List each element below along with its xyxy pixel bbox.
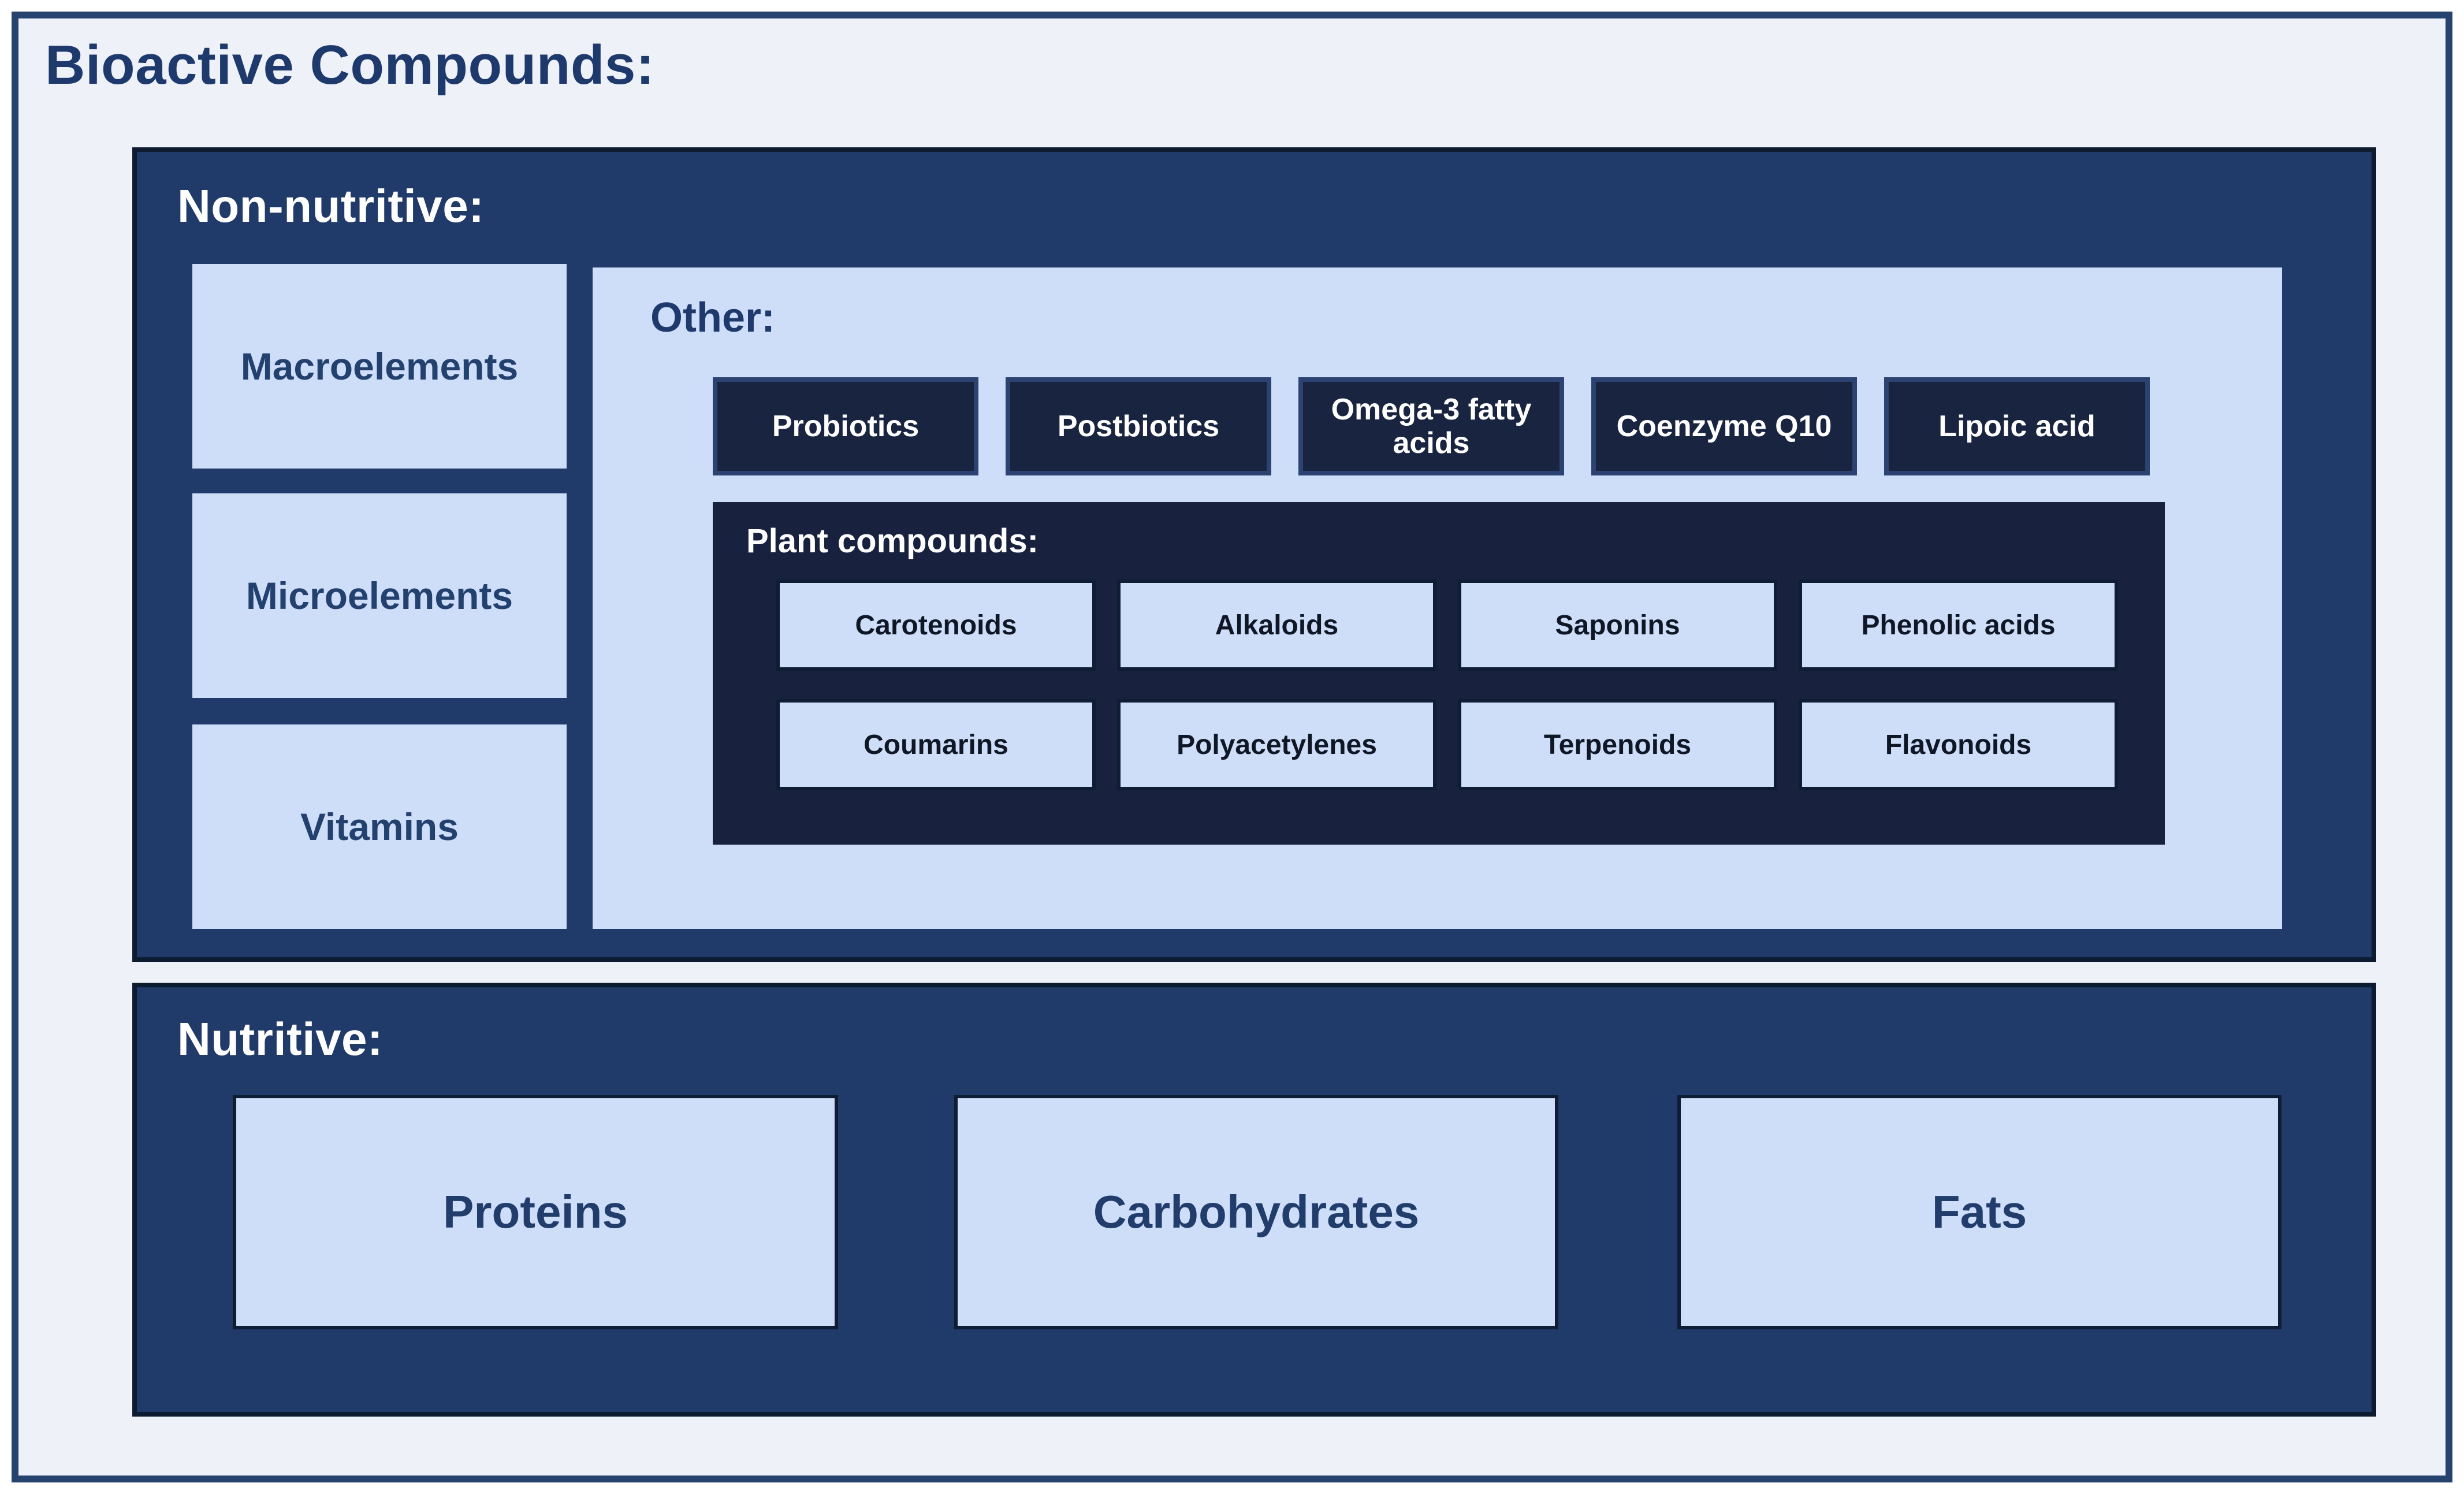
box-fats: Fats [1677, 1095, 2281, 1329]
box-polyacetylenes: Polyacetylenes [1117, 699, 1436, 790]
box-microelements: Microelements [192, 493, 567, 698]
box-phenolic-acids: Phenolic acids [1799, 579, 2118, 671]
box-carotenoids: Carotenoids [776, 579, 1096, 671]
box-proteins: Proteins [233, 1095, 838, 1329]
nutritive-heading: Nutritive: [177, 1013, 384, 1065]
nutritive-panel: Nutritive: Proteins Carbohydrates Fats [132, 983, 2376, 1417]
plant-compounds-heading: Plant compounds: [746, 522, 1039, 560]
other-heading: Other: [650, 295, 775, 341]
box-vitamins: Vitamins [192, 724, 567, 929]
other-chip-row: Probiotics Postbiotics Omega-3 fatty aci… [713, 377, 2150, 475]
plant-compounds-panel: Plant compounds: Carotenoids Alkaloids S… [713, 502, 2165, 845]
box-coumarins: Coumarins [776, 699, 1096, 790]
diagram-frame: Bioactive Compounds: Non-nutritive: Macr… [12, 12, 2452, 1482]
chip-coenzyme-q10: Coenzyme Q10 [1591, 377, 1857, 475]
box-saponins: Saponins [1458, 579, 1777, 671]
chip-postbiotics: Postbiotics [1006, 377, 1271, 475]
plant-compounds-grid: Carotenoids Alkaloids Saponins Phenolic … [776, 579, 2118, 790]
box-alkaloids: Alkaloids [1117, 579, 1436, 671]
box-flavonoids: Flavonoids [1799, 699, 2118, 790]
chip-lipoic-acid: Lipoic acid [1884, 377, 2150, 475]
box-carbohydrates: Carbohydrates [954, 1095, 1558, 1329]
chip-omega3-fatty-acids: Omega-3 fatty acids [1298, 377, 1564, 475]
box-macroelements: Macroelements [192, 264, 567, 469]
non-nutritive-panel: Non-nutritive: Macroelements Microelemen… [132, 147, 2376, 962]
page-title: Bioactive Compounds: [45, 34, 655, 96]
other-panel: Other: Probiotics Postbiotics Omega-3 fa… [593, 267, 2282, 929]
non-nutritive-heading: Non-nutritive: [177, 180, 485, 232]
chip-probiotics: Probiotics [713, 377, 978, 475]
box-terpenoids: Terpenoids [1458, 699, 1777, 790]
